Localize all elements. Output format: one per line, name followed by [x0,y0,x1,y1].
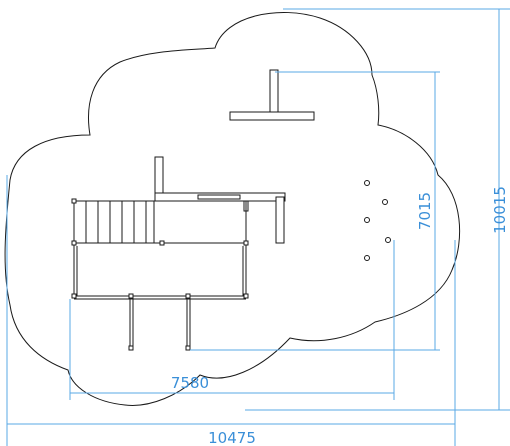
dim-label-overall-depth: 10015 [491,186,509,234]
junction-node [71,240,77,246]
stepping-post [364,217,370,223]
dim-label-overall-width: 10475 [208,429,256,446]
dim-label-structure-width: 7580 [171,374,209,392]
stepping-post [382,199,388,205]
platform [73,201,247,348]
stepping-posts [364,180,391,261]
safety-zone-outline [4,12,461,406]
junction-node [243,240,249,246]
post-right [275,196,285,244]
junction-node [71,198,77,204]
junction-node [243,293,249,299]
stepping-post [385,237,391,243]
dimension-lines [6,8,510,446]
ladder-steps [73,200,155,244]
rail-upper-inset [197,194,241,200]
t-beam-element [229,69,315,121]
deck-frame [154,156,286,244]
dim-label-structure-depth: 7015 [416,192,434,230]
junction-node [185,293,191,299]
stepping-post [364,180,370,186]
junction-node [128,345,134,351]
stepping-post [364,255,370,261]
t-beam-crossbar [229,111,315,121]
junction-node [128,293,134,299]
junction-nodes [71,198,249,351]
junction-node [159,240,165,246]
junction-node [71,293,77,299]
junction-node [185,345,191,351]
